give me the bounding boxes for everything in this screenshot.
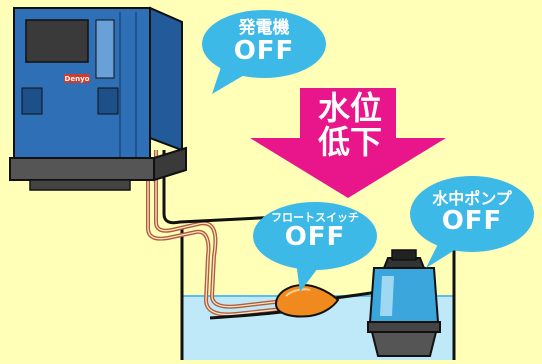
bubble-float-switch xyxy=(253,202,377,292)
bubble-pump xyxy=(410,176,534,268)
pump-label: 水中ポンプ OFF xyxy=(412,189,532,236)
generator-label: 発電機 OFF xyxy=(214,18,314,66)
submersible-pump xyxy=(367,249,441,357)
water-level-arrow xyxy=(250,88,446,198)
float-switch-name: フロートスイッチ xyxy=(271,211,359,224)
generator-base xyxy=(9,157,155,181)
bubble-generator xyxy=(202,10,326,94)
water-level-line2: 低下 xyxy=(317,122,382,161)
brand-badge xyxy=(64,74,90,83)
pump-name: 水中ポンプ xyxy=(432,189,512,208)
float-switch-status: OFF xyxy=(284,221,346,252)
control-panel xyxy=(25,19,89,63)
vent-right xyxy=(97,87,119,115)
water-level-label: 水位 低下 xyxy=(305,89,395,161)
float-switch-label: フロートスイッチ OFF xyxy=(259,212,371,251)
pump-base xyxy=(370,331,438,357)
vent-left xyxy=(21,87,43,115)
generator-side xyxy=(149,6,183,152)
pump-status: OFF xyxy=(441,205,503,236)
generator-name: 発電機 xyxy=(238,18,290,38)
brand-label: Denyo xyxy=(65,75,90,83)
generator: Denyo xyxy=(9,6,187,191)
float-switch xyxy=(274,284,340,318)
generator-status: OFF xyxy=(233,35,295,66)
water-level-line1: 水位 xyxy=(317,89,382,127)
